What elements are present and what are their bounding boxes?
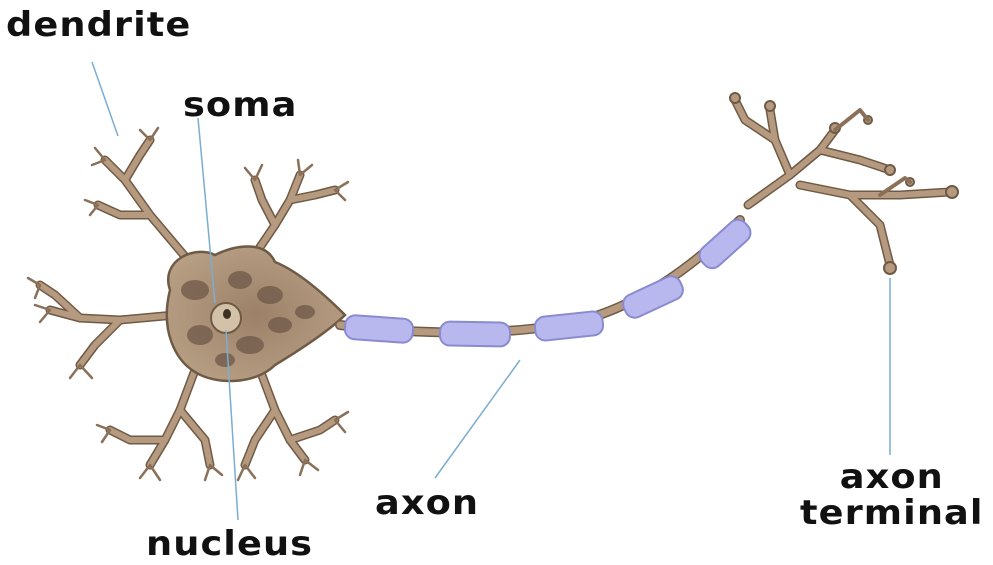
soma-label: soma	[183, 85, 298, 125]
axon-label: axon	[375, 483, 480, 523]
axon-terminal-label-line2: terminal	[800, 492, 984, 533]
dendrite-leader-line	[91, 61, 119, 137]
nucleus-leader-line	[225, 329, 239, 521]
dendrites	[26, 126, 350, 482]
axon-terminal-branches	[729, 92, 959, 275]
dendrite-label: dendrite	[6, 5, 192, 45]
soma-leader-line	[197, 117, 216, 304]
axon-terminal-label: axon terminal	[800, 457, 984, 533]
axon-core	[335, 215, 745, 338]
soma-body	[165, 245, 347, 383]
myelin-sheath	[343, 218, 752, 348]
leader-lines	[91, 61, 891, 521]
nucleus-label: nucleus	[146, 524, 314, 564]
axon-terminal-label-line1: axon	[839, 457, 944, 497]
axon-leader-line	[434, 359, 521, 479]
nucleus	[210, 302, 242, 334]
cytoplasm-patches	[181, 271, 315, 367]
